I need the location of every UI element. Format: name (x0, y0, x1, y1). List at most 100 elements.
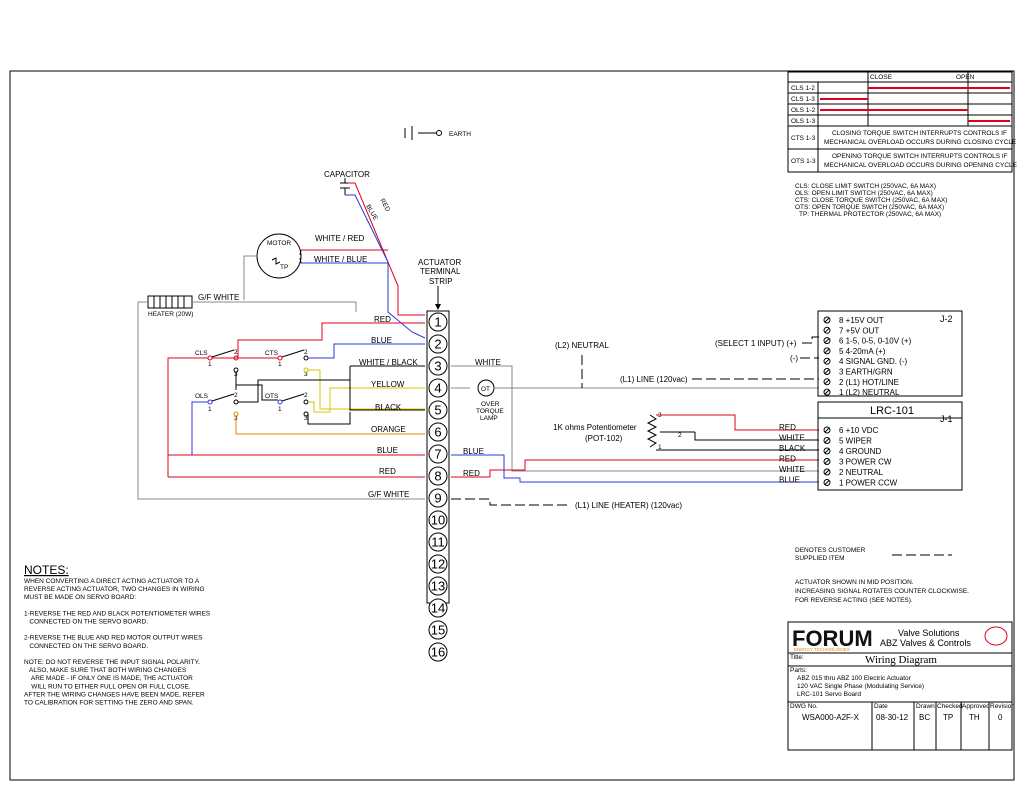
sequence-table: CLOSE OPEN CLS 1-2 CLS 1-3 OLS 1-2 OLS 1… (787, 71, 1018, 173)
terminal-label: 11 (431, 535, 445, 550)
terminal-label: 7 (434, 447, 441, 462)
wire-white-t3: WHITE (475, 358, 501, 367)
j2-pin: 3 EARTH/GRN (823, 368, 893, 377)
j2-title: J-2 (940, 314, 953, 324)
lamp-label-3: LAMP (480, 415, 498, 422)
cts-2: 2 (304, 349, 308, 356)
pot-2: 2 (678, 432, 682, 439)
l1-heater-label: (L1) LINE (HEATER) (120vac) (575, 501, 682, 510)
terminal-label: 12 (431, 557, 445, 572)
company-line-2: ABZ Valves & Controls (880, 638, 971, 648)
row-cls13: CLS 1-3 (791, 96, 815, 103)
j2-pin: 2 (L1) HOT/LINE (823, 378, 899, 387)
earth-symbol: EARTH (404, 126, 471, 140)
ots-1: 1 (278, 406, 282, 413)
j2-pin-label: 4 SIGNAL GND. (-) (839, 357, 907, 366)
terminal-label: 8 (434, 469, 441, 484)
wire-red-t11: RED (379, 467, 396, 476)
j2-pin: 4 SIGNAL GND. (-) (823, 357, 907, 366)
heater-label: HEATER (20W) (148, 311, 193, 318)
ot-label: OT (481, 386, 490, 393)
terminal-label: 10 (431, 513, 445, 528)
approved-value: TH (969, 713, 980, 722)
parts-label: Parts: (790, 667, 807, 674)
notes-line: 1-REVERSE THE RED AND BLACK POTENTIOMETE… (24, 610, 211, 617)
terminal-label: 13 (431, 579, 445, 594)
terminal-label: 14 (431, 601, 445, 616)
notes-line: WILL RUN TO EITHER FULL OPEN OR FULL CLO… (24, 683, 191, 690)
dwg-label: DWG No. (790, 703, 818, 710)
notes-line: ARE MADE - IF ONLY ONE IS MADE, THE ACTU… (24, 675, 193, 682)
notes-line: TO CALIBRATION FOR SETTING THE ZERO AND … (24, 700, 194, 707)
terminal-14: 14 (428, 598, 448, 618)
terminal-label: 3 (434, 359, 441, 374)
sheet-border (9, 70, 1015, 781)
pot-1: 1 (658, 444, 662, 451)
terminal-8: 8 (428, 466, 448, 486)
j1-wire-label: BLUE (779, 476, 800, 485)
lamp-label-2: TORQUE (476, 408, 504, 415)
capacitor-label: CAPACITOR (324, 170, 370, 179)
j1-wire-label: BLACK (779, 444, 806, 453)
cls-1: 1 (208, 361, 212, 368)
title-label: Title: (790, 654, 804, 661)
ots-label: OTS 1-3 (791, 158, 816, 165)
approved-label: Approved (962, 703, 990, 710)
notes-line: AFTER THE WIRING CHANGES HAVE BEEN MADE,… (24, 691, 205, 698)
notes-title: NOTES: (24, 563, 69, 577)
ols-2: 2 (234, 392, 238, 399)
gf-white-top-label: G/F WHITE (198, 293, 239, 302)
heater-icon (147, 295, 193, 309)
wire-blue-t2: BLUE (371, 336, 392, 345)
terminal-label: 5 (434, 403, 441, 418)
terminal-2: 2 (428, 334, 448, 354)
j2-pin-label: 1 (L2) NEUTRAL (839, 388, 900, 397)
customer-line-2: SUPPLIED ITEM (795, 555, 844, 562)
legend-cts: CTS: CLOSE TORQUE SWITCH (250VAC, 6A MAX… (795, 197, 947, 204)
wire-white-black-t3: WHITE / BLACK (359, 358, 418, 367)
j2-pin: 7 +5V OUT (823, 326, 879, 335)
j2-pin-label: 7 +5V OUT (839, 326, 879, 335)
notes-line: NOTE: DO NOT REVERSE THE INPUT SIGNAL PO… (24, 659, 200, 666)
tp-label: TP (280, 264, 288, 271)
pot-label-2: (POT-102) (585, 434, 623, 443)
j2-pin-label: 6 1-5, 0-5, 0-10V (+) (839, 337, 912, 346)
position-note-1: ACTUATOR SHOWN IN MID POSITION. (795, 579, 914, 586)
notes-line: ALSO, MAKE SURE THAT BOTH WIRING CHANGES (24, 667, 187, 674)
cts-1: 1 (278, 361, 282, 368)
row-ols12: OLS 1-2 (791, 107, 816, 114)
terminal-10: 10 (428, 510, 448, 530)
terminal-label: 9 (434, 491, 441, 506)
notes-line: CONNECTED ON THE SERVO BOARD. (24, 619, 148, 626)
ols-1: 1 (208, 406, 212, 413)
white-red-label: WHITE / RED (315, 234, 365, 243)
ots-2: 2 (304, 392, 308, 399)
switch-legend: CLS: CLOSE LIMIT SWITCH (250VAC, 6A MAX)… (795, 183, 947, 218)
terminal-label: 16 (431, 645, 445, 660)
ots-text-1: OPENING TORQUE SWITCH INTERRUPTS CONTROL… (832, 153, 1008, 160)
wire-red-right: RED (463, 469, 480, 478)
notes-line: CONNECTED ON THE SERVO BOARD. (24, 643, 148, 650)
earth-label: EARTH (449, 131, 471, 138)
cts-text-2: MECHANICAL OVERLOAD OCCURS DURING CLOSIN… (824, 139, 1017, 146)
motor-assembly: CAPACITOR RED BLUE MOTOR TP WHITE / RED … (243, 170, 426, 339)
j1-pin-label: 3 POWER CW (839, 458, 892, 467)
row-cls12: CLS 1-2 (791, 85, 815, 92)
j2-pin: 5 4-20mA (+) (823, 347, 886, 356)
j2-pin-label: 5 4-20mA (+) (839, 347, 886, 356)
j1-title: J-1 (940, 414, 953, 424)
position-note-3: FOR REVERSE ACTING (SEE NOTES). (795, 597, 913, 604)
select-input-label: (SELECT 1 INPUT) (+) (715, 339, 797, 348)
customer-line-1: DENOTES CUSTOMER (795, 547, 866, 554)
drawn-value: BC (919, 713, 930, 722)
notes-line: REVERSE ACTING ACTUATOR, TWO CHANGES IN … (24, 586, 205, 593)
wire-gf-white-t12: G/F WHITE (368, 490, 409, 499)
position-note-2: INCREASING SIGNAL ROTATES COUNTER CLOCKW… (795, 588, 969, 595)
cts-3: 3 (304, 371, 308, 378)
